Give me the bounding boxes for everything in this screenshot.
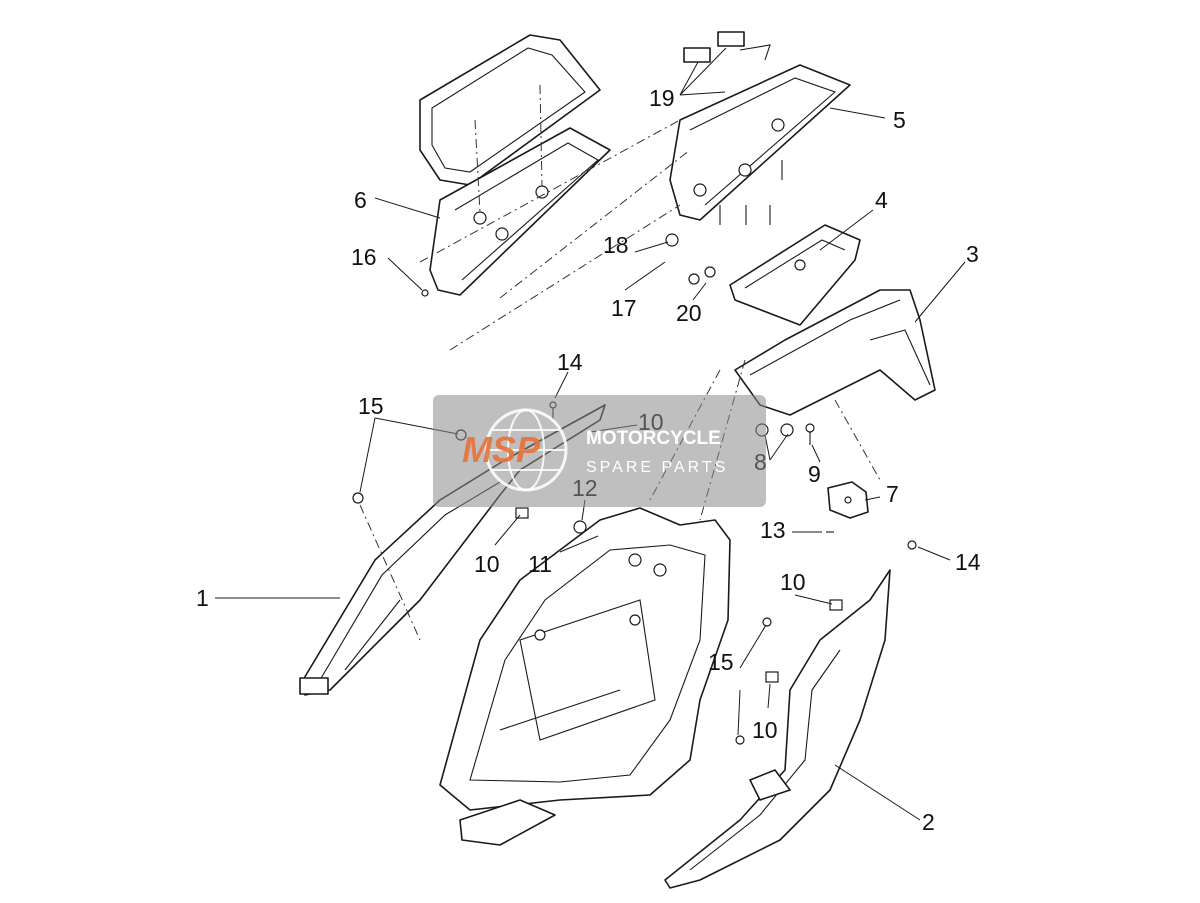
watermark-logo: MSP xyxy=(462,429,541,470)
callout-1: 1 xyxy=(196,585,209,611)
callout-11: 11 xyxy=(528,551,552,577)
callout-20: 20 xyxy=(676,300,702,326)
callout-19: 19 xyxy=(649,85,675,111)
callout-3: 3 xyxy=(966,241,979,267)
watermark-subtitle: SPARE PARTS xyxy=(586,459,728,476)
callout-14-top: 14 xyxy=(557,349,583,375)
callout-17: 17 xyxy=(611,295,637,321)
callout-13: 13 xyxy=(760,517,786,543)
callout-9: 9 xyxy=(808,461,821,487)
callout-15-right: 15 xyxy=(708,649,734,675)
callout-5: 5 xyxy=(893,107,906,133)
part-2-right-side-panel xyxy=(664,569,891,889)
callout-10-right-upper: 10 xyxy=(780,569,806,595)
part-central-frame xyxy=(439,507,731,846)
callout-14-right: 14 xyxy=(955,549,981,575)
leader-lines xyxy=(215,47,966,821)
callout-15-left: 15 xyxy=(358,393,384,419)
callout-4: 4 xyxy=(875,187,888,213)
callout-2: 2 xyxy=(922,809,935,835)
part-7-small-plate xyxy=(827,481,869,519)
part-5-tail-panel xyxy=(669,31,851,221)
callout-18: 18 xyxy=(603,232,629,258)
callout-10-right-lower: 10 xyxy=(752,717,778,743)
watermark: MSP MOTORCYCLE SPARE PARTS xyxy=(433,395,766,507)
callout-10-left: 10 xyxy=(474,551,500,577)
callout-7: 7 xyxy=(886,481,899,507)
watermark-box xyxy=(433,395,766,507)
part-4-bracket-plate xyxy=(729,224,861,326)
watermark-title: MOTORCYCLE xyxy=(586,428,721,449)
part-3-rear-fender xyxy=(734,289,936,416)
part-6-seat-cowl xyxy=(419,34,611,296)
callout-16: 16 xyxy=(351,244,377,270)
callout-6: 6 xyxy=(354,187,367,213)
